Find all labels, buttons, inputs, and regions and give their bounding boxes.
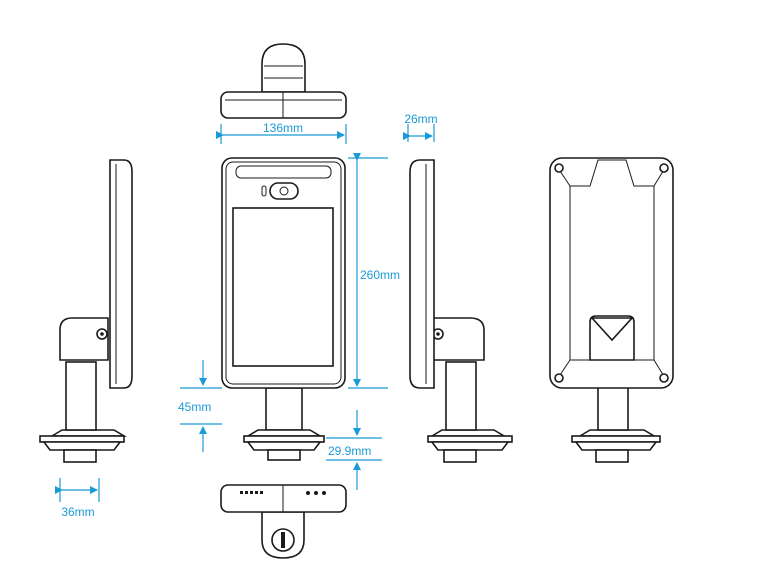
- stand-offset-label: 45mm: [178, 400, 211, 414]
- width-label: 136mm: [263, 121, 303, 135]
- dimension-base-width: 36mm: [55, 478, 100, 519]
- depth-label: 26mm: [404, 112, 437, 126]
- base-width-label: 36mm: [61, 505, 94, 519]
- height-label: 260mm: [360, 268, 400, 282]
- top-view: [220, 43, 347, 119]
- front-view: [221, 157, 346, 461]
- bottom-view: [220, 484, 347, 559]
- left-side-view: [39, 159, 133, 463]
- dimension-depth: 26mm: [403, 112, 438, 142]
- dimension-base-height: 29.9mm: [326, 410, 382, 490]
- base-height-label: 29.9mm: [328, 444, 371, 458]
- dimension-width: 136mm: [216, 121, 347, 144]
- dimension-stand-offset: 45mm: [178, 360, 222, 452]
- back-view: [549, 157, 674, 463]
- right-side-view: [409, 159, 513, 463]
- dimension-height: 260mm: [348, 153, 400, 389]
